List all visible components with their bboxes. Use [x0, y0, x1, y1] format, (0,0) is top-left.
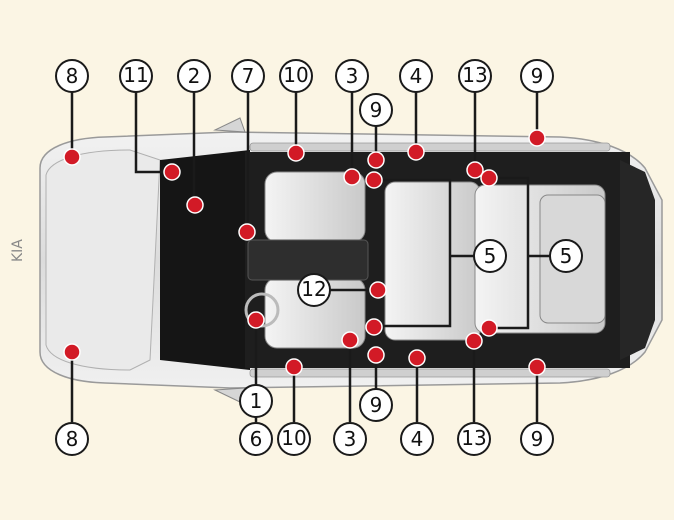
marker-5-a [365, 171, 383, 189]
vehicle-top-view: KIA [10, 117, 663, 403]
marker-2 [186, 196, 204, 214]
callout-5-left: 5 [473, 239, 507, 273]
marker-10-bottom [285, 358, 303, 376]
marker-4-top [407, 143, 425, 161]
callout-8-top-label: 8 [66, 64, 79, 88]
callout-9-inner-bottom-label: 9 [370, 393, 383, 417]
callout-9-top-right-label: 9 [531, 64, 544, 88]
hood [45, 149, 161, 371]
callout-10-top-label: 10 [283, 63, 308, 87]
callout-8-bottom: 8 [55, 422, 89, 456]
callout-7-label: 7 [242, 64, 255, 88]
callout-9-inner-bottom: 9 [359, 388, 393, 422]
callout-3-top-label: 3 [346, 64, 359, 88]
windshield [160, 150, 250, 370]
marker-9-inner-bottom [367, 346, 385, 364]
rear-hatch [620, 160, 655, 360]
marker-11 [163, 163, 181, 181]
marker-12 [369, 281, 387, 299]
marker-13-top [466, 161, 484, 179]
callout-2-label: 2 [188, 64, 201, 88]
callout-1-label: 1 [250, 389, 263, 413]
marker-10-top [287, 144, 305, 162]
marker-8-front-right [63, 343, 81, 361]
marker-5-c [365, 318, 383, 336]
marker-3-bottom [341, 331, 359, 349]
logo: KIA [10, 239, 26, 262]
marker-9-bottom-right [528, 358, 546, 376]
callout-3-top: 3 [335, 59, 369, 93]
marker-8-front-left [63, 148, 81, 166]
marker-5-d [480, 319, 498, 337]
callout-13-bottom: 13 [457, 422, 491, 456]
callout-9-bottom-right-label: 9 [531, 427, 544, 451]
callout-12-label: 12 [301, 277, 326, 301]
second-row-seats [384, 181, 481, 341]
callout-9-top-right: 9 [520, 59, 554, 93]
marker-1 [247, 311, 265, 329]
callout-10-bottom: 10 [277, 422, 311, 456]
callout-9-inner-top-label: 9 [370, 98, 383, 122]
callout-10-bottom-label: 10 [281, 426, 306, 450]
callout-5-right: 5 [549, 239, 583, 273]
callout-11-label: 11 [123, 63, 148, 87]
callout-7: 7 [231, 59, 265, 93]
callout-13-bottom-label: 13 [461, 426, 486, 450]
callout-5-right-label: 5 [560, 244, 573, 268]
callout-2: 2 [177, 59, 211, 93]
marker-3-top [343, 168, 361, 186]
callout-3-bottom-label: 3 [344, 427, 357, 451]
callout-8-top: 8 [55, 59, 89, 93]
marker-4-bottom [408, 349, 426, 367]
callout-11: 11 [119, 59, 153, 93]
callout-12: 12 [297, 273, 331, 307]
callout-10-top: 10 [279, 59, 313, 93]
marker-9-top-right [528, 129, 546, 147]
callout-9-bottom-right: 9 [520, 422, 554, 456]
left-mirror [213, 117, 246, 133]
callout-3-bottom: 3 [333, 422, 367, 456]
callout-4-top-label: 4 [410, 64, 423, 88]
callout-1: 1 [239, 384, 273, 418]
callout-4-top: 4 [399, 59, 433, 93]
callout-6-label: 6 [250, 427, 263, 451]
callout-labels: 8 11 2 7 10 3 9 4 [55, 59, 583, 456]
callout-5-left-label: 5 [484, 244, 497, 268]
callout-13-top-label: 13 [462, 63, 487, 87]
marker-7 [238, 223, 256, 241]
callout-4-bottom-label: 4 [411, 427, 424, 451]
callout-9-inner-top: 9 [359, 93, 393, 127]
marker-13-bottom [465, 332, 483, 350]
marker-9-inner-top [367, 151, 385, 169]
leader-lines [70, 92, 550, 422]
center-console [247, 239, 369, 281]
callout-6: 6 [239, 422, 273, 456]
airbag-markers [63, 129, 546, 376]
callout-4-bottom: 4 [400, 422, 434, 456]
callout-8-bottom-label: 8 [66, 427, 79, 451]
callout-13-top: 13 [458, 59, 492, 93]
marker-5-b [480, 169, 498, 187]
